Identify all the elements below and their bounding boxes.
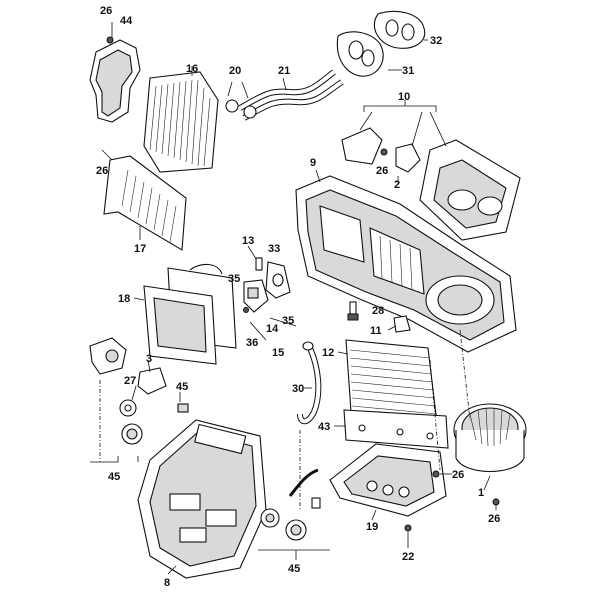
part-8-lower-housing xyxy=(137,419,267,579)
part-1-blower-motor xyxy=(404,403,527,548)
callout-14: 14 xyxy=(266,323,279,335)
part-10-flap-housing xyxy=(341,100,521,241)
assembly-guide-lines xyxy=(99,329,471,510)
callout-26: 26 xyxy=(100,5,112,17)
callout-30: 30 xyxy=(292,383,304,395)
callout-19: 19 xyxy=(366,521,378,533)
callout-44: 44 xyxy=(120,15,133,27)
part-18-pollen-filter-frame xyxy=(133,263,237,365)
part-45-actuators-lower xyxy=(258,468,330,560)
callout-35: 35 xyxy=(282,315,294,327)
callout-36: 36 xyxy=(246,337,258,349)
callout-45: 45 xyxy=(176,381,188,393)
callout-2: 2 xyxy=(394,179,400,191)
part-9-ac-housing xyxy=(295,169,517,353)
callout-1: 1 xyxy=(478,487,484,499)
callout-13: 13 xyxy=(242,235,254,247)
callout-28: 28 xyxy=(372,305,384,317)
part-17-heater-core xyxy=(101,149,187,251)
callout-45: 45 xyxy=(288,563,300,575)
callout-8: 8 xyxy=(164,577,170,589)
part-3-27-45-servo-motors xyxy=(89,337,189,463)
callout-32: 32 xyxy=(430,35,442,47)
callout-12: 12 xyxy=(322,347,334,359)
callout-10: 10 xyxy=(398,91,410,103)
part-44-bracket xyxy=(89,22,141,123)
callout-18: 18 xyxy=(118,293,130,305)
callout-31: 31 xyxy=(402,65,414,77)
callout-16: 16 xyxy=(186,63,198,75)
part-21-refrigerant-lines xyxy=(225,69,344,121)
part-19-lower-cover xyxy=(329,443,447,521)
callout-3: 3 xyxy=(146,353,152,365)
callout-9: 9 xyxy=(310,157,316,169)
part-43-tray xyxy=(334,409,449,449)
part-16-evaporator xyxy=(143,66,219,173)
callout-15: 15 xyxy=(272,347,284,359)
part-28-11-small-parts xyxy=(347,301,411,333)
callout-20: 20 xyxy=(229,65,241,77)
part-30-drain-hose xyxy=(297,341,322,425)
callout-35: 35 xyxy=(228,273,240,285)
callout-27: 27 xyxy=(124,375,136,387)
part-13-33-expansion-valve xyxy=(243,245,297,341)
callout-22: 22 xyxy=(402,551,414,563)
callout-11: 11 xyxy=(370,325,382,337)
callout-43: 43 xyxy=(318,421,330,433)
callout-labels: 26 44 16 20 21 32 31 10 26 9 26 2 17 13 … xyxy=(96,5,500,589)
callout-17: 17 xyxy=(134,243,146,255)
callout-45: 45 xyxy=(108,471,120,483)
callout-21: 21 xyxy=(278,65,290,77)
part-31-32-seals xyxy=(336,10,428,77)
callout-26: 26 xyxy=(488,513,500,525)
callout-26: 26 xyxy=(452,469,464,481)
callout-26: 26 xyxy=(96,165,108,177)
callout-26: 26 xyxy=(376,165,388,177)
callout-33: 33 xyxy=(268,243,280,255)
